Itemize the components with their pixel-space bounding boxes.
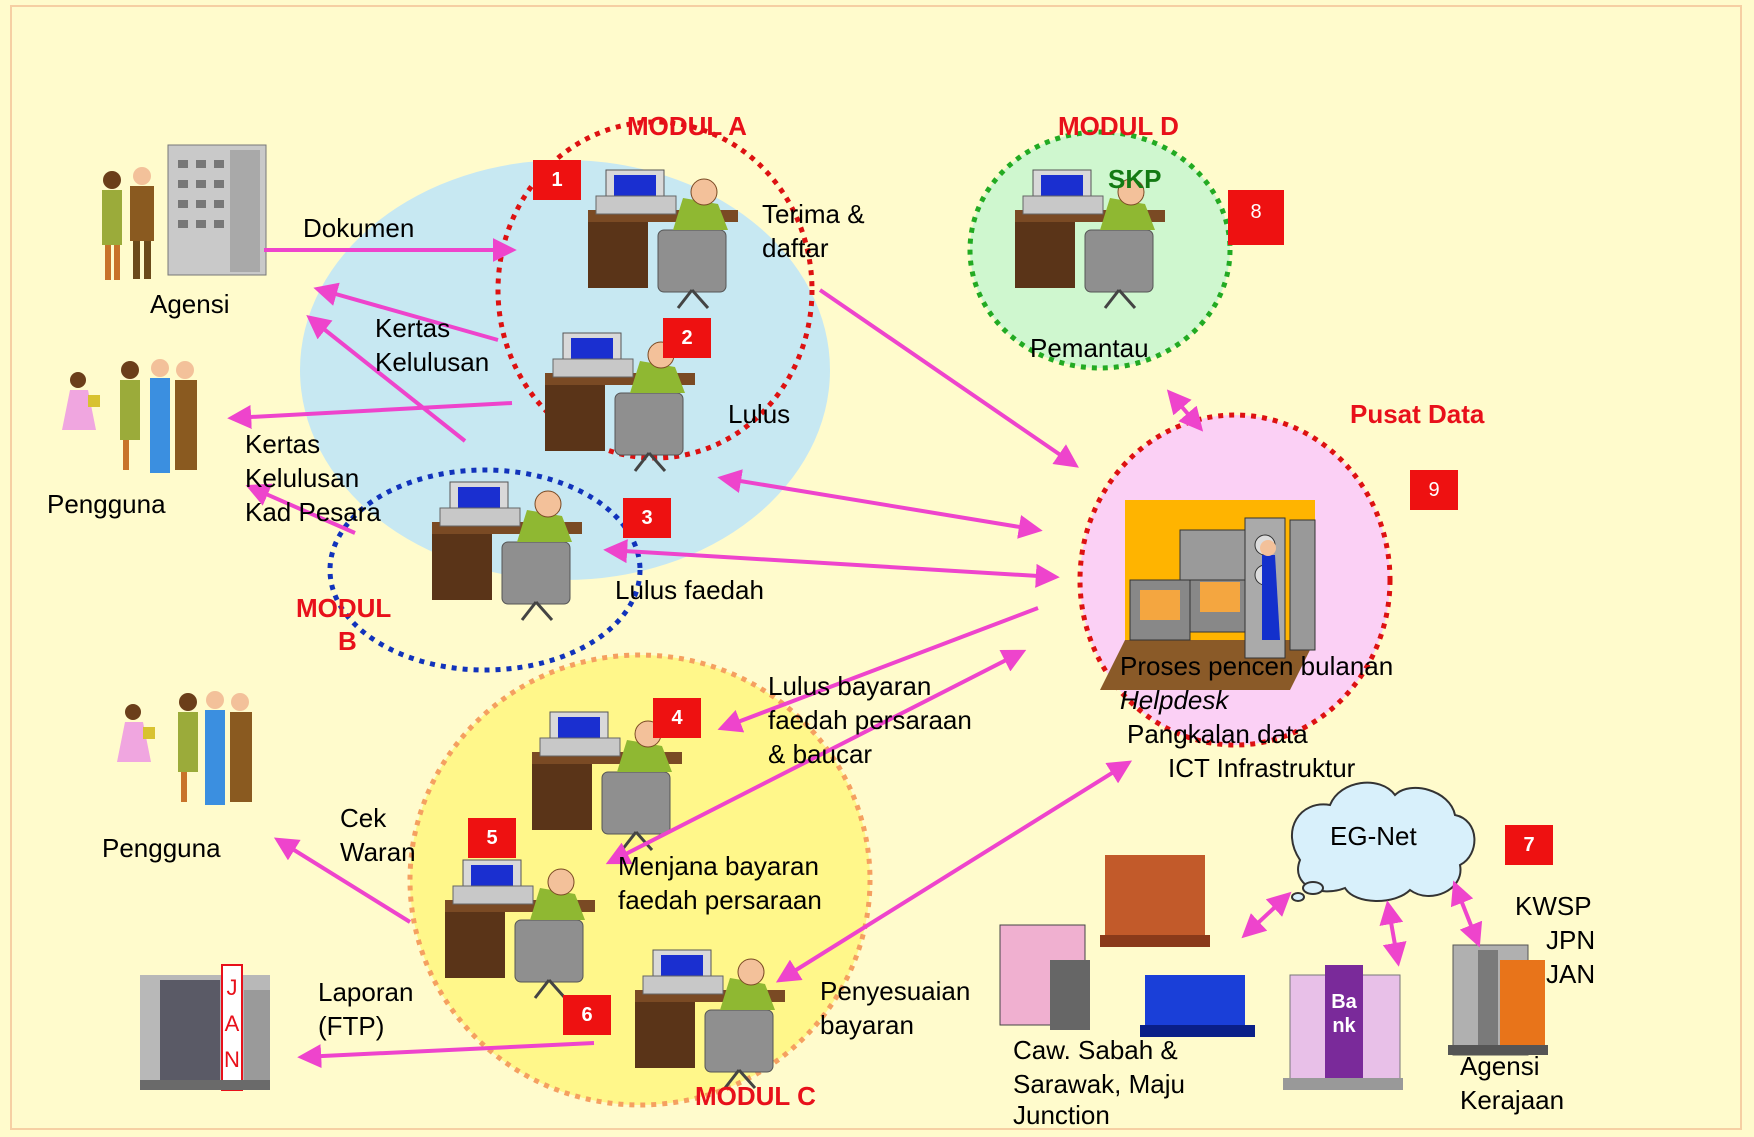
arrow-kertas-kelulusan-agensi	[313, 282, 499, 342]
step-badge-1: 1	[533, 160, 581, 200]
arrow-laporan-ftp	[297, 1041, 595, 1069]
step-badge-6: 6	[563, 995, 611, 1035]
label-skp: SKP	[1108, 164, 1162, 194]
label-pemantau: Pemantau	[1030, 333, 1149, 363]
label-terima-daftar-line2: daftar	[762, 233, 829, 263]
arrow-lulus-pusat	[717, 469, 1043, 539]
step-badge-3: 3	[623, 498, 671, 538]
label-menjana-bayaran-line2: faedah persaraan	[618, 885, 822, 915]
label-agensi-kerajaan-line2: Kerajaan	[1460, 1085, 1565, 1115]
workstation-penyesuaian-icon	[633, 948, 787, 1090]
arrow-pusat-penyesuaian	[775, 760, 1133, 983]
bank-building-sign: Bank	[1331, 991, 1357, 1037]
workstation-lulus-faedah-icon	[430, 480, 584, 622]
jan-building-icon	[140, 964, 270, 1091]
label-pengguna-2: Pengguna	[102, 833, 221, 863]
step-badge-7: 7	[1505, 825, 1553, 865]
step-badge-8: 8	[1228, 190, 1284, 245]
arrow-egnet-caw	[1241, 891, 1292, 939]
label-jan: JAN	[1546, 959, 1596, 989]
label-lulus: Lulus	[728, 399, 791, 429]
arrow-pemantau-pusat	[1166, 389, 1204, 432]
arrow-egnet-bank	[1379, 900, 1407, 967]
module-d-title: MODUL D	[1058, 111, 1179, 141]
step-badge-5: 5	[468, 818, 516, 858]
label-lulus-bayaran-line2: faedah persaraan	[768, 705, 972, 735]
label-menjana-bayaran: Menjana bayaran	[618, 851, 819, 881]
pusat-data-title: Pusat Data	[1350, 399, 1485, 429]
data-center-icon	[1100, 500, 1316, 690]
module-a-title: MODUL A	[627, 111, 747, 141]
label-laporan: Laporan	[318, 977, 414, 1007]
label-cek: Cek	[340, 803, 387, 833]
arrow-kad-pesara-pengguna	[245, 483, 356, 535]
label-terima-daftar: Terima &	[762, 199, 865, 229]
pengguna-people-icon	[62, 359, 197, 473]
arrow-egnet-agensi-kerajaan	[1450, 880, 1483, 948]
arrow-terima-to-pusat	[818, 288, 1079, 468]
arrow-lulus-faedah-pusat	[603, 539, 1060, 588]
label-lulus-bayaran: Lulus bayaran	[768, 671, 932, 701]
label-kertas-kelulusan-2-line2: Kelulusan	[245, 463, 360, 493]
workstation-menjana-icon	[443, 858, 597, 1000]
step-badge-4: 4	[653, 698, 701, 738]
jan-building-sign: JAN	[224, 975, 240, 1072]
module-c-title: MODUL C	[695, 1081, 816, 1111]
label-waran: Waran	[340, 837, 416, 867]
pengguna-people-icon	[117, 691, 252, 805]
step-badge-2: 2	[663, 318, 711, 358]
module-b-title-line2: B	[338, 626, 357, 656]
label-kad-pesara: Kad Pesara	[245, 497, 381, 527]
label-proses-pencen: Proses pencen bulanan	[1120, 651, 1394, 681]
workstation-terima-icon	[586, 168, 740, 310]
step-badge-9: 9	[1410, 470, 1458, 510]
slide-border	[10, 5, 1742, 1130]
arrow-kertas-kelulusan-pengguna	[227, 401, 513, 429]
caw-buildings-icon	[999, 855, 1255, 1037]
label-ict-infrastruktur: ICT Infrastruktur	[1168, 753, 1356, 783]
label-kertas-kelulusan-1: Kertas	[375, 313, 451, 343]
label-lulus-bayaran-line3: & baucar	[768, 739, 873, 769]
label-penyesuaian: Penyesuaian	[820, 976, 971, 1006]
label-eg-net: EG-Net	[1330, 821, 1417, 851]
agensi-people-icon	[102, 144, 267, 280]
label-pangkalan-data: Pangkalan data	[1127, 719, 1308, 749]
bank-building-icon	[1283, 965, 1403, 1090]
label-kertas-kelulusan-2: Kertas	[245, 429, 321, 459]
arrow-cek-waran	[273, 837, 412, 924]
arrow-kertas-kelulusan-agensi-2	[306, 315, 467, 443]
agensi-kerajaan-building-icon	[1448, 944, 1548, 1056]
label-dokumen: Dokumen	[303, 213, 415, 243]
label-caw-line2: Sarawak, Maju	[1013, 1069, 1185, 1099]
label-pengguna-1: Pengguna	[47, 489, 166, 519]
label-jpn: JPN	[1546, 925, 1596, 955]
label-lulus-faedah: Lulus faedah	[615, 575, 764, 605]
label-agensi: Agensi	[150, 289, 230, 319]
label-kwsp: KWSP	[1515, 891, 1592, 921]
eg-net-cloud-icon	[1290, 781, 1476, 902]
label-helpdesk: Helpdesk	[1120, 685, 1229, 715]
module-b-title: MODUL	[296, 593, 392, 623]
label-kertas-kelulusan-1-line2: Kelulusan	[375, 347, 490, 377]
label-caw-line3: Junction	[1013, 1100, 1110, 1130]
label-penyesuaian-line2: bayaran	[820, 1010, 914, 1040]
arrow-pusat-menjana	[605, 649, 1027, 865]
label-agensi-kerajaan: Agensi	[1460, 1051, 1540, 1081]
label-caw: Caw. Sabah &	[1013, 1035, 1178, 1065]
label-ftp: (FTP)	[318, 1011, 385, 1041]
